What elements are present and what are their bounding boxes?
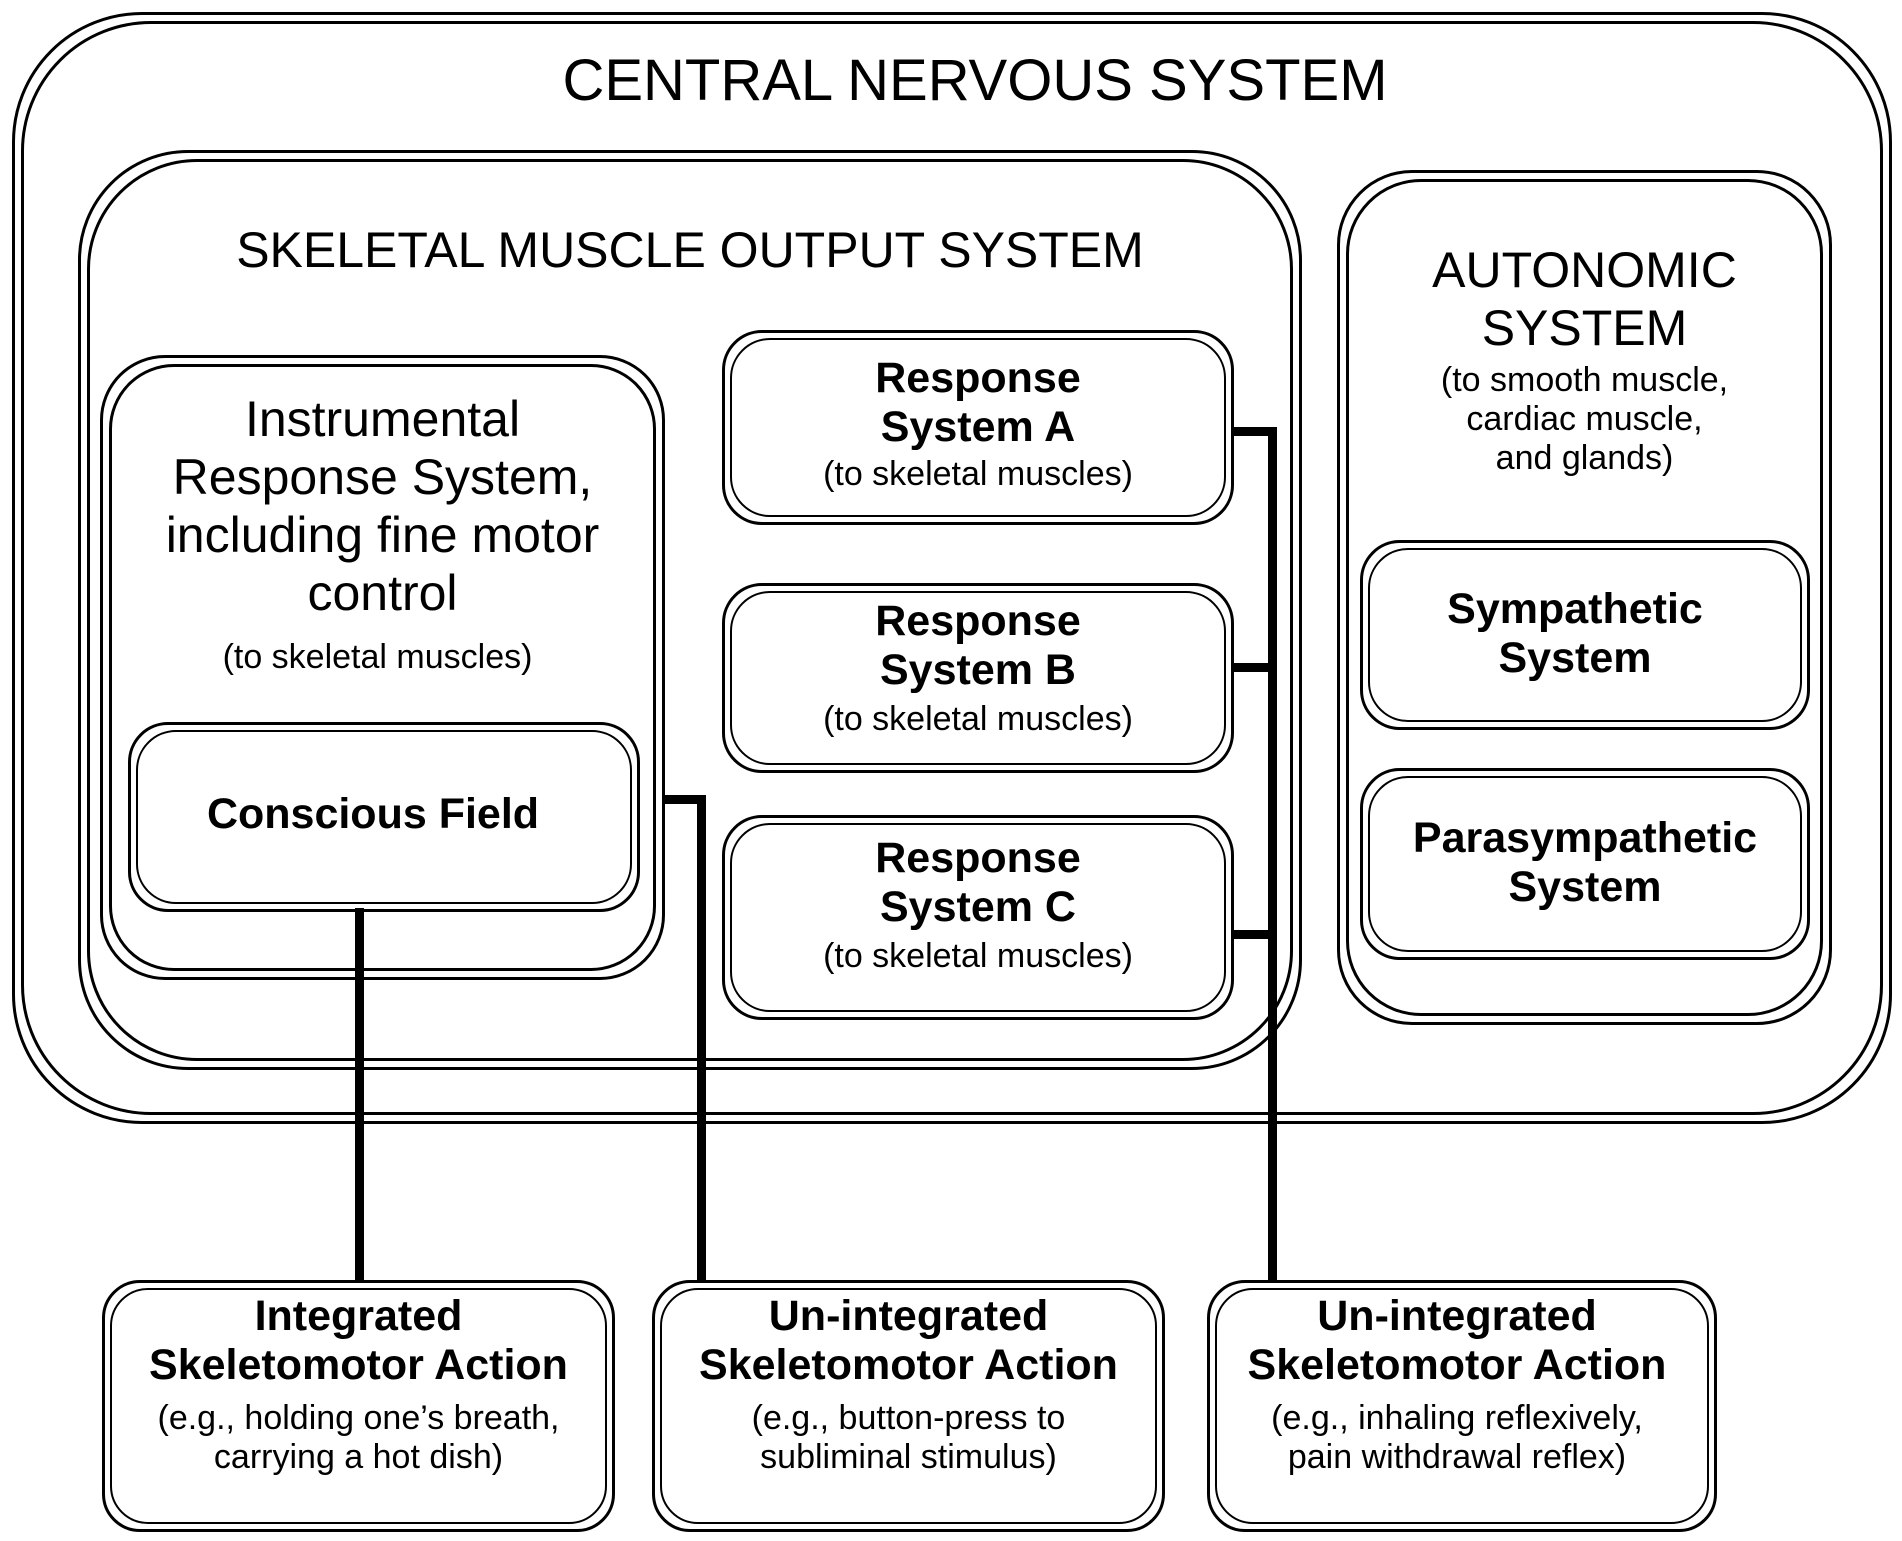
autonomic-note-3: and glands): [1495, 439, 1674, 478]
action-2-example-1: (e.g., button-press to: [751, 1398, 1066, 1437]
response-a-line-1: Response: [875, 354, 1081, 402]
instrumental-line-4: control: [307, 565, 458, 621]
response-a-note: (to skeletal muscles): [823, 454, 1133, 493]
connector-response-c: [1231, 930, 1277, 939]
action-3-example-2: pain withdrawal reflex): [1287, 1437, 1627, 1476]
connector-instrumental-to-subliminal-action: [697, 795, 706, 1286]
response-system-b-box: [722, 583, 1234, 773]
autonomic-note-1: (to smooth muscle,: [1440, 361, 1729, 399]
response-b-line-1: Response: [875, 597, 1081, 645]
action-3-line-2: Skeletomotor Action: [1247, 1341, 1667, 1390]
integrated-action-box: [102, 1280, 615, 1532]
unintegrated-action-subliminal-box: [652, 1280, 1165, 1532]
connector-instrumental-horizontal: [662, 795, 706, 804]
response-c-line-2: System C: [880, 883, 1076, 932]
response-system-c-box: [722, 815, 1234, 1020]
response-b-line-2: System B: [880, 646, 1076, 695]
action-2-line-2: Skeletomotor Action: [699, 1341, 1118, 1390]
sympathetic-line-1: Sympathetic: [1447, 585, 1703, 633]
conscious-field-label: Conscious Field: [206, 790, 540, 838]
connector-response-trunk-vertical: [1268, 427, 1277, 1286]
autonomic-note-2: cardiac muscle,: [1466, 400, 1703, 439]
action-2-line-1: Un-integrated: [768, 1292, 1049, 1340]
connector-response-b: [1231, 663, 1277, 672]
instrumental-line-3: including fine motor: [165, 507, 600, 563]
autonomic-system-label: AUTONOMIC SYSTEM (to smooth muscle, card…: [1337, 242, 1832, 478]
instrumental-line-1: Instrumental: [244, 391, 521, 447]
instrumental-note: (to skeletal muscles): [222, 638, 533, 676]
response-b-note: (to skeletal muscles): [823, 699, 1133, 738]
conscious-field-box: [128, 722, 640, 912]
response-c-line-1: Response: [875, 834, 1081, 882]
sympathetic-system-label: Sympathetic System: [1360, 585, 1790, 684]
response-system-b-label: Response System B (to skeletal muscles): [722, 597, 1234, 739]
parasympathetic-line-1: Parasympathetic: [1412, 814, 1758, 862]
response-system-a-box: [722, 330, 1234, 525]
action-1-example-2: carrying a hot dish): [213, 1437, 504, 1476]
autonomic-line-2: SYSTEM: [1481, 299, 1688, 356]
action-1-line-1: Integrated: [254, 1292, 463, 1340]
connector-response-a: [1231, 427, 1277, 436]
parasympathetic-system-box: [1360, 768, 1810, 960]
action-2-example-2: subliminal stimulus): [760, 1437, 1057, 1476]
connector-conscious-field-to-integrated-action: [355, 908, 364, 1286]
instrumental-response-label: Instrumental Response System, including …: [110, 390, 655, 622]
response-system-a-label: Response System A (to skeletal muscles): [722, 354, 1234, 494]
skeletal-system-title: SKELETAL MUSCLE OUTPUT SYSTEM: [236, 222, 1144, 278]
action-1-line-2: Skeletomotor Action: [149, 1341, 568, 1390]
response-system-c-label: Response System C (to skeletal muscles): [722, 834, 1234, 976]
action-3-example-1: (e.g., inhaling reflexively,: [1271, 1398, 1643, 1437]
instrumental-line-2: Response System,: [172, 449, 593, 505]
unintegrated-action-reflex-box: [1207, 1280, 1717, 1532]
cns-title: CENTRAL NERVOUS SYSTEM: [562, 48, 1388, 113]
sympathetic-line-2: System: [1498, 634, 1652, 683]
action-1-example-1: (e.g., holding one’s breath,: [157, 1398, 560, 1437]
integrated-action-label: Integrated Skeletomotor Action (e.g., ho…: [102, 1292, 615, 1477]
parasympathetic-system-label: Parasympathetic System: [1360, 814, 1810, 913]
parasympathetic-line-2: System: [1508, 863, 1662, 912]
sympathetic-system-box: [1360, 540, 1810, 730]
unintegrated-action-reflex-label: Un-integrated Skeletomotor Action (e.g.,…: [1207, 1292, 1707, 1477]
autonomic-line-1: AUTONOMIC: [1432, 242, 1737, 298]
response-c-note: (to skeletal muscles): [823, 936, 1133, 975]
response-a-line-2: System A: [880, 403, 1076, 452]
action-3-line-1: Un-integrated: [1317, 1292, 1597, 1340]
unintegrated-action-subliminal-label: Un-integrated Skeletomotor Action (e.g.,…: [652, 1292, 1165, 1477]
